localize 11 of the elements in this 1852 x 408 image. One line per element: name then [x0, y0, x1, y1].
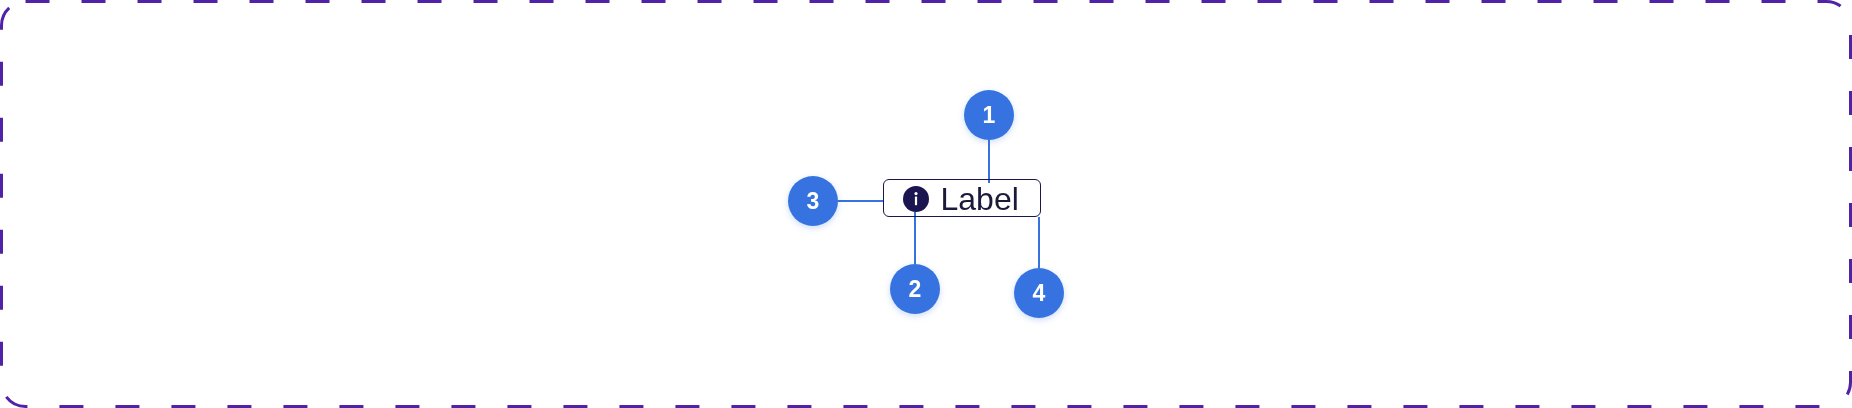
label-text: Label — [940, 182, 1019, 215]
leader-line — [1038, 216, 1040, 269]
info-icon — [902, 185, 929, 212]
callout-number: 1 — [964, 90, 1014, 140]
leader-line — [837, 200, 884, 202]
callout-number: 2 — [890, 264, 940, 314]
callout-number: 4 — [1014, 268, 1064, 318]
label-chip — [883, 179, 1041, 217]
leader-line — [988, 139, 990, 184]
callout-number: 3 — [788, 176, 838, 226]
leader-line — [914, 211, 916, 265]
